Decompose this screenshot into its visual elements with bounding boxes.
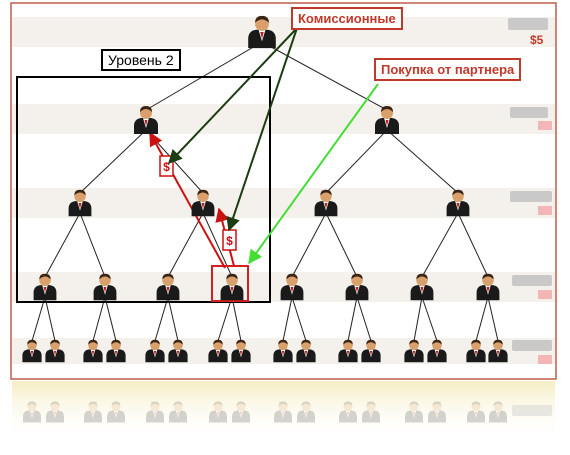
businessman-icon — [361, 339, 381, 363]
tree-edge — [104, 296, 117, 342]
businessman-icon — [191, 189, 215, 217]
tree-edge — [44, 212, 81, 278]
commissions-label: Комиссионные — [291, 7, 403, 30]
tree-edge — [421, 212, 459, 278]
tree-edge — [487, 296, 499, 342]
svg-text:$: $ — [163, 160, 170, 174]
tree-edge — [347, 296, 358, 342]
businessman-icon — [405, 401, 423, 423]
tree-edge — [79, 129, 147, 194]
businessman-icon — [338, 339, 358, 363]
top-amount: $5 — [530, 33, 544, 47]
businessman-icon — [339, 401, 357, 423]
tree-edge — [231, 296, 242, 342]
businessman-icon — [169, 401, 187, 423]
businessman-icon — [93, 273, 117, 301]
tree-edge — [79, 212, 106, 278]
tree-edge — [413, 296, 423, 342]
businessman-icon — [106, 339, 126, 363]
purchase-arrow — [248, 83, 379, 265]
businessman-icon — [273, 339, 293, 363]
businessman-icon — [297, 401, 315, 423]
businessman-icon — [33, 273, 57, 301]
businessman-icon — [23, 401, 41, 423]
tree-edge — [325, 129, 388, 194]
businessman-icon — [428, 401, 446, 423]
businessman-icon — [476, 273, 500, 301]
tree-edge — [44, 296, 56, 342]
businessman-icon — [280, 273, 304, 301]
tree-edge — [386, 129, 459, 194]
blurred-level-markers — [508, 18, 552, 416]
businessman-icon — [83, 339, 103, 363]
businessman-icon — [209, 401, 227, 423]
dollar-icon: $ — [222, 229, 237, 251]
businessman-icon — [345, 273, 369, 301]
reflection-strip — [12, 381, 555, 441]
businessman-icon — [489, 401, 507, 423]
band-level-1 — [12, 104, 555, 134]
businessman-icon — [220, 273, 244, 301]
businessman-icon — [248, 15, 276, 49]
tree-edge — [421, 296, 438, 342]
tree-edge — [167, 212, 204, 278]
businessman-icon — [404, 339, 424, 363]
businessman-icon — [362, 401, 380, 423]
tree-edge — [457, 212, 489, 278]
businessman-icon — [208, 339, 228, 363]
businessman-icon — [446, 189, 470, 217]
businessman-icon — [45, 339, 65, 363]
tree-edge — [217, 296, 233, 342]
level2-label: Уровень 2 — [101, 49, 181, 71]
tree-edge — [325, 212, 358, 278]
businessman-icon — [296, 339, 316, 363]
businessman-icon — [232, 401, 250, 423]
businessman-icon — [168, 339, 188, 363]
businessman-icon — [134, 106, 158, 134]
tree-edge — [154, 296, 169, 342]
businessman-icon — [107, 401, 125, 423]
businessman-icon — [467, 401, 485, 423]
tree-edge — [167, 296, 179, 342]
commission-arrow-2 — [226, 27, 298, 232]
businessman-icon — [146, 401, 164, 423]
businessman-icon — [314, 189, 338, 217]
tree-people — [22, 15, 508, 423]
tree-edge — [31, 296, 46, 342]
businessman-icon — [410, 273, 434, 301]
businessman-icon — [84, 401, 102, 423]
businessman-icon — [68, 189, 92, 217]
businessman-icon — [46, 401, 64, 423]
businessman-icon — [488, 339, 508, 363]
businessman-icon — [22, 339, 42, 363]
businessman-icon — [274, 401, 292, 423]
tree-edge — [92, 296, 106, 342]
dollar-icon: $ — [159, 155, 174, 177]
businessman-icon — [231, 339, 251, 363]
businessman-icon — [466, 339, 486, 363]
businessman-icon — [145, 339, 165, 363]
tree-edge — [282, 296, 293, 342]
tree-edge — [291, 296, 307, 342]
businessman-icon — [427, 339, 447, 363]
partner-purchase-label: Покупка от партнера — [374, 58, 522, 81]
level2-frame — [16, 76, 271, 303]
svg-text:$: $ — [226, 234, 233, 248]
businessman-icon — [156, 273, 180, 301]
tree-edge — [291, 212, 327, 278]
tree-edge — [475, 296, 489, 342]
commission-arrow-1 — [168, 27, 298, 165]
tree-edge — [261, 41, 388, 111]
purchase-highlight — [211, 265, 249, 302]
businessman-icon — [375, 106, 399, 134]
tree-edge — [356, 296, 372, 342]
